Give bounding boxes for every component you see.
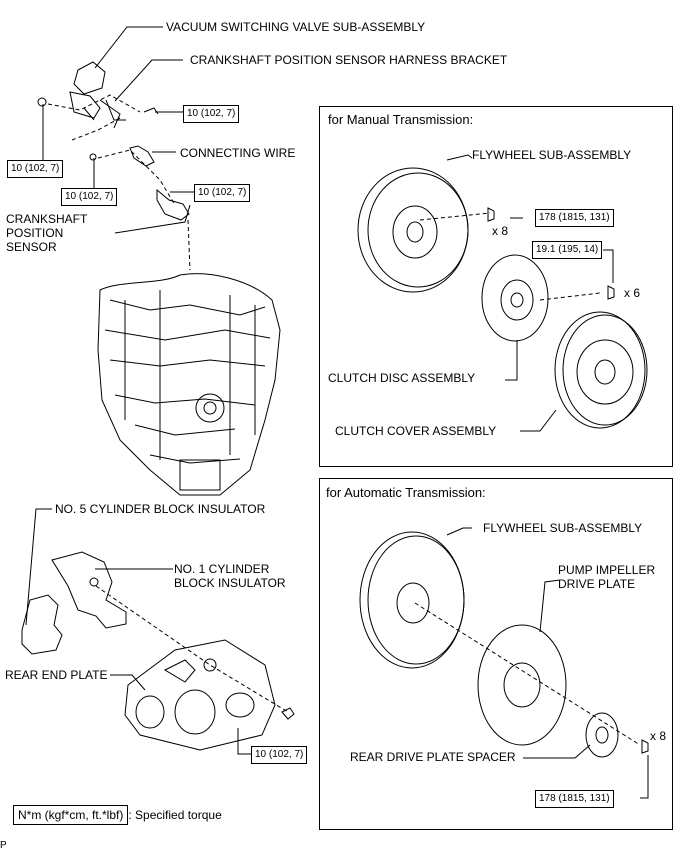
manual-transmission-panel bbox=[319, 106, 673, 467]
label-rear-end-plate: REAR END PLATE bbox=[5, 668, 108, 682]
manual-panel-title: for Manual Transmission: bbox=[328, 112, 474, 127]
manual-label-clutch-cover: CLUTCH COVER ASSEMBLY bbox=[335, 424, 497, 438]
torque-box-5: 10 (102, 7) bbox=[251, 746, 308, 764]
manual-cover-qty: x 6 bbox=[624, 286, 641, 300]
manual-cover-torque: 19.1 (195, 14) bbox=[532, 241, 603, 259]
torque-box-3: 10 (102, 7) bbox=[61, 188, 118, 206]
auto-dashed-guide bbox=[414, 602, 641, 746]
torque-box-4: 10 (102, 7) bbox=[194, 184, 251, 202]
auto-torque-box: 178 (1815, 131) bbox=[535, 790, 614, 808]
label-no1-line2: BLOCK INSULATOR bbox=[174, 576, 286, 590]
torque-legend: N*m (kgf*cm, ft.*lbf): Specified torque bbox=[13, 805, 222, 825]
auto-pump-line2: DRIVE PLATE bbox=[558, 577, 636, 591]
insulator-leaders bbox=[25, 508, 251, 755]
no5-insulator-sketch bbox=[21, 551, 127, 655]
automatic-transmission-panel bbox=[319, 478, 673, 830]
label-cps-line2: POSITION bbox=[6, 226, 64, 240]
auto-pump-line1: PUMP IMPELLER bbox=[558, 563, 656, 577]
corner-mark: P bbox=[0, 840, 7, 851]
manual-cover-torque-leader bbox=[603, 249, 614, 283]
auto-label-flywheel: FLYWHEEL SUB-ASSEMBLY bbox=[483, 521, 643, 535]
auto-torque-leader bbox=[640, 755, 649, 799]
manual-flywheel-torque: 178 (1815, 131) bbox=[535, 209, 614, 227]
manual-flywheel-sketch bbox=[357, 154, 473, 293]
label-crankshaft-sensor-bracket: CRANKSHAFT POSITION SENSOR HARNESS BRACK… bbox=[190, 53, 508, 67]
legend-unit: N*m (kgf*cm, ft.*lbf) bbox=[13, 805, 129, 825]
auto-drive-plate-sketch bbox=[477, 579, 567, 746]
label-cps-line3: SENSOR bbox=[6, 240, 57, 254]
label-no1-insulator: NO. 1 CYLINDER BLOCK INSULATOR bbox=[174, 562, 286, 590]
dashed-guides-bottom bbox=[95, 585, 289, 713]
auto-flywheel-sketch bbox=[359, 527, 472, 669]
manual-bolt-2 bbox=[607, 285, 615, 300]
auto-label-pump-impeller: PUMP IMPELLER DRIVE PLATE bbox=[558, 563, 655, 591]
auto-qty: x 8 bbox=[650, 729, 667, 743]
manual-dashed-guide bbox=[419, 212, 601, 301]
leader-lines-top bbox=[42, 26, 194, 234]
dashed-guides-top bbox=[47, 94, 191, 271]
automatic-panel-title: for Automatic Transmission: bbox=[326, 485, 486, 500]
manual-label-flywheel: FLYWHEEL SUB-ASSEMBLY bbox=[472, 148, 632, 162]
bolt-sketch bbox=[281, 707, 295, 720]
label-no5-insulator: NO. 5 CYLINDER BLOCK INSULATOR bbox=[55, 502, 266, 516]
torque-box-2: 10 (102, 7) bbox=[7, 160, 64, 178]
torque-box-1: 10 (102, 7) bbox=[183, 105, 240, 123]
engine-block-sketch bbox=[97, 273, 281, 496]
label-no1-line1: NO. 1 CYLINDER bbox=[174, 562, 270, 576]
label-vacuum-switching-valve: VACUUM SWITCHING VALVE SUB-ASSEMBLY bbox=[166, 20, 426, 34]
manual-disc-sketch bbox=[481, 254, 549, 381]
manual-flywheel-qty: x 8 bbox=[492, 224, 509, 238]
label-connecting-wire: CONNECTING WIRE bbox=[180, 146, 296, 160]
manual-cover-sketch bbox=[520, 311, 648, 432]
label-cps-line1: CRANKSHAFT bbox=[6, 212, 88, 226]
rear-end-plate-sketch bbox=[124, 639, 276, 751]
auto-spacer-sketch bbox=[523, 712, 619, 759]
label-crankshaft-position-sensor: CRANKSHAFT POSITION SENSOR bbox=[6, 212, 87, 254]
legend-text: : Specified torque bbox=[128, 808, 222, 822]
vacuum-valve-sketch bbox=[37, 61, 190, 221]
manual-bolt bbox=[487, 207, 495, 222]
auto-bolt bbox=[641, 739, 649, 754]
auto-label-spacer: REAR DRIVE PLATE SPACER bbox=[350, 750, 516, 764]
manual-label-clutch-disc: CLUTCH DISC ASSEMBLY bbox=[328, 371, 476, 385]
